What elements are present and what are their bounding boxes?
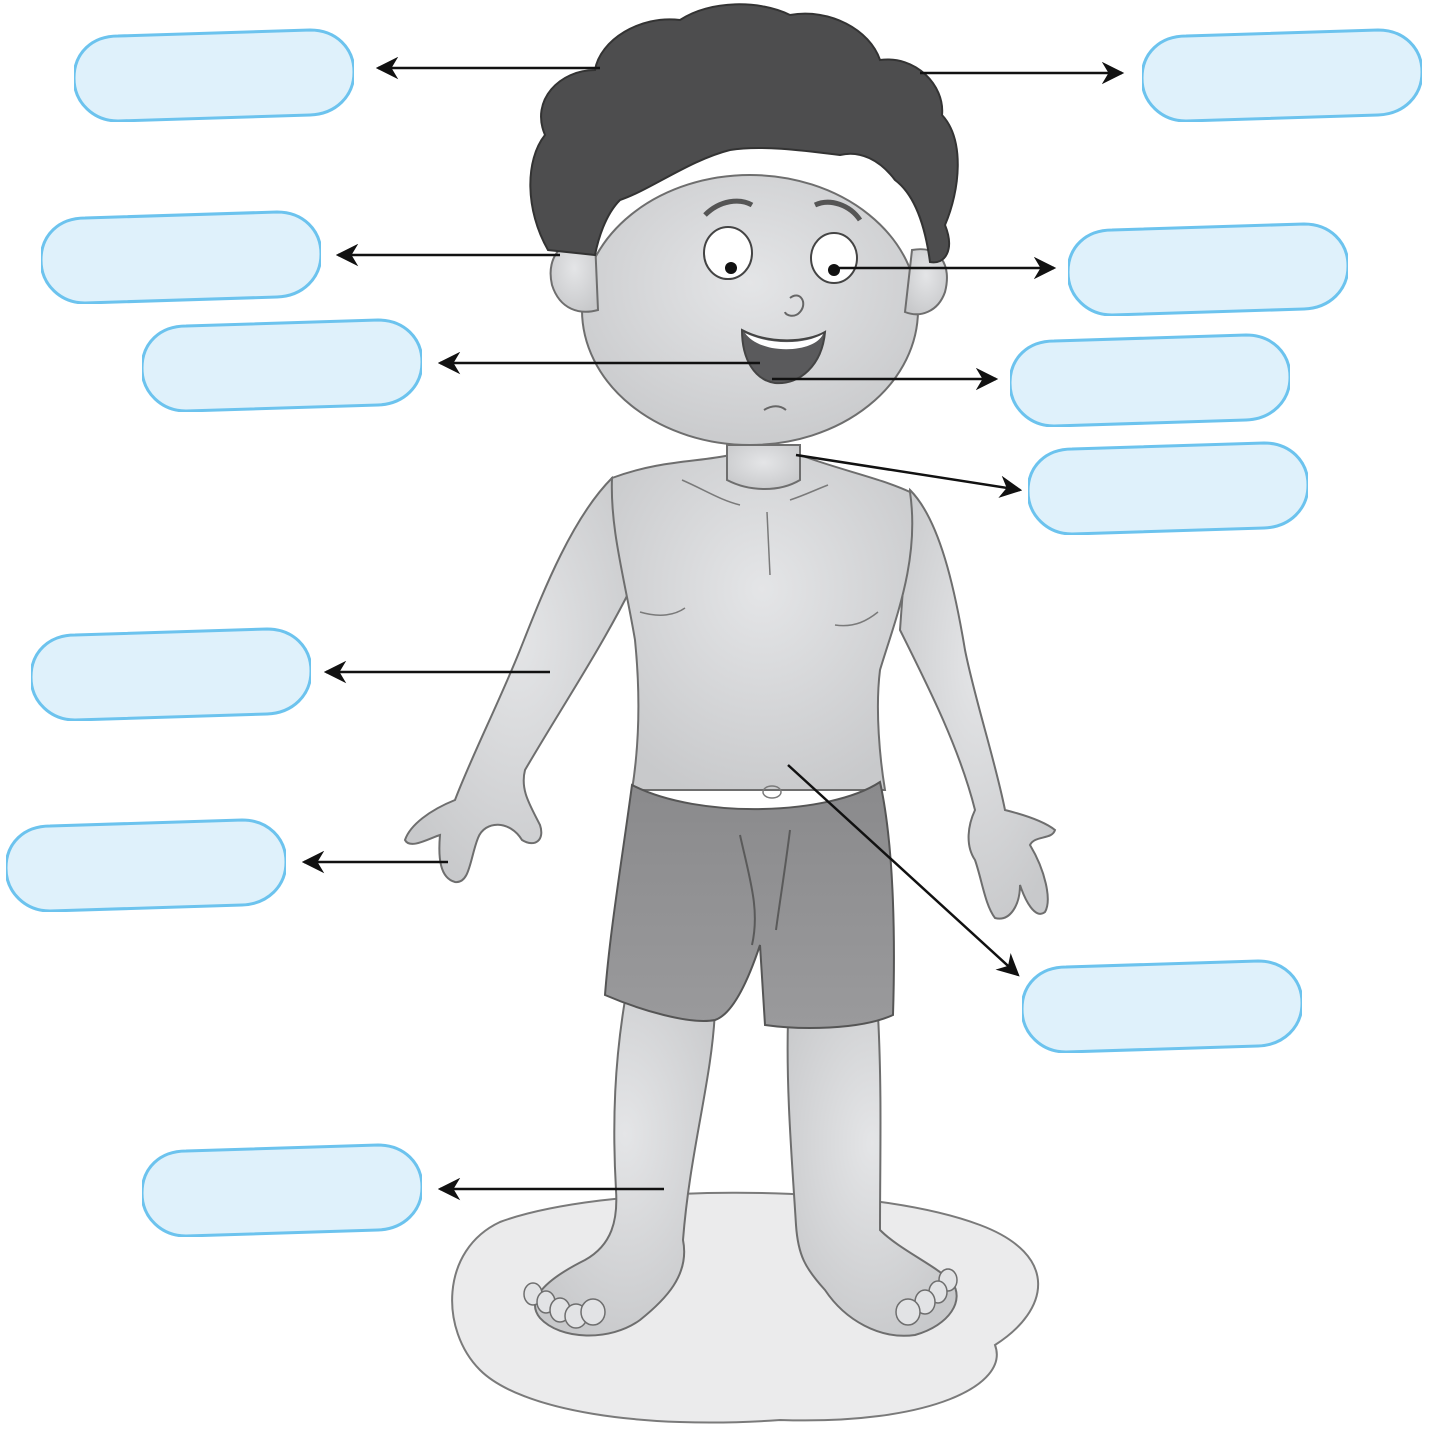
label-text-leg xyxy=(142,1143,422,1231)
label-text-neck xyxy=(1028,441,1308,529)
label-box-mouth[interactable] xyxy=(1010,333,1290,421)
shorts xyxy=(605,782,894,1028)
label-box-tummy[interactable] xyxy=(1022,959,1302,1047)
label-box-neck[interactable] xyxy=(1028,441,1308,529)
label-box-teeth[interactable] xyxy=(142,318,422,406)
label-text-hair xyxy=(74,28,354,116)
label-box-eye[interactable] xyxy=(1068,222,1348,310)
torso xyxy=(612,455,912,790)
label-text-tummy xyxy=(1022,959,1302,1047)
label-text-fingers xyxy=(6,818,286,906)
label-box-ear[interactable] xyxy=(41,210,321,298)
label-text-eye xyxy=(1068,222,1348,310)
label-text-mouth xyxy=(1010,333,1290,421)
label-box-arm[interactable] xyxy=(31,627,311,715)
label-text-teeth xyxy=(142,318,422,406)
label-text-arm xyxy=(31,627,311,715)
label-box-fingers[interactable] xyxy=(6,818,286,906)
left-arm xyxy=(405,478,630,882)
label-box-head[interactable] xyxy=(1142,28,1422,116)
label-text-ear xyxy=(41,210,321,298)
label-box-hair[interactable] xyxy=(74,28,354,116)
label-text-head xyxy=(1142,28,1422,116)
head xyxy=(582,175,918,445)
right-arm xyxy=(900,490,1055,919)
label-box-leg[interactable] xyxy=(142,1143,422,1231)
